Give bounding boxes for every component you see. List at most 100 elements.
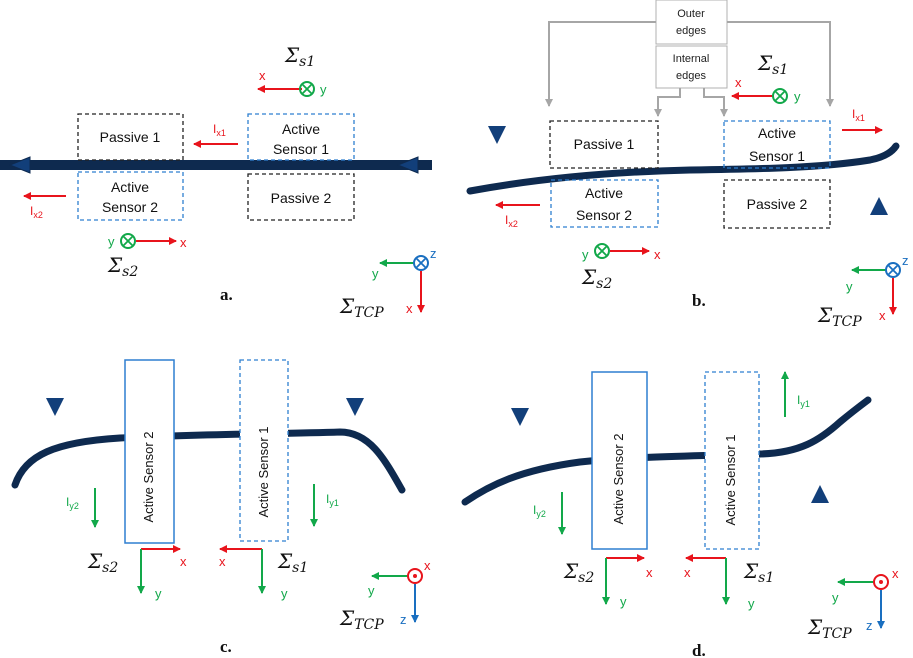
tcp-b-y-axis-label: y (846, 279, 853, 294)
triangle-marker-icon (46, 398, 64, 416)
triangle-marker-icon (511, 408, 529, 426)
outer-edges-line1: Outer (677, 8, 705, 20)
active-sensor-1-box (723, 120, 831, 169)
passive-1-label: Passive 1 (100, 129, 161, 145)
sigma-s1-label: Σs1 (277, 549, 308, 576)
triangle-marker-icon (811, 485, 829, 503)
s2-x-axis-label: x (180, 554, 187, 569)
active-sensor-1-label-line1: Active (758, 125, 796, 141)
circled-x-icon (120, 233, 136, 249)
outer-edges-line2: edges (676, 25, 706, 37)
s2-y-axis-label: y (620, 594, 627, 609)
internal-edge-leader-left (654, 88, 681, 117)
active-sensor-1-box (239, 359, 289, 542)
current-x1-label: Ix1 (852, 107, 865, 123)
triangle-marker-icon (870, 197, 888, 215)
tcp-c-y-axis-label: y (368, 583, 375, 598)
cable-d (461, 396, 872, 506)
s2-x-axis-label: x (654, 247, 661, 262)
panel-b: Outer edges Internal edges Passive 1 Act… (466, 0, 909, 330)
panel-label-a: a. (220, 285, 233, 304)
s1-x-axis-label: x (219, 554, 226, 569)
circled-dot-icon (407, 568, 423, 584)
circled-x-icon (413, 255, 429, 271)
active-sensor-2-label-line2: Sensor 2 (102, 199, 158, 215)
tcp-c-z-axis-label: z (400, 612, 407, 627)
internal-edges-line2: edges (676, 70, 706, 82)
circled-x-icon (772, 88, 788, 104)
active-sensor-1-vertical-label: Active Sensor 1 (723, 434, 738, 525)
sigma-tcp-label: ΣTCP (807, 615, 852, 642)
sigma-s2-label: Σs2 (87, 549, 118, 576)
tcp-d-x-axis-label: x (892, 566, 899, 581)
active-sensor-1-label-line2: Sensor 1 (749, 148, 805, 164)
active-sensor-2-box (591, 371, 648, 550)
sigma-s1-label: Σs1 (757, 51, 788, 78)
sigma-s1-label: Σs1 (743, 559, 774, 586)
sigma-s2-label: Σs2 (563, 559, 594, 586)
circled-x-icon (885, 262, 901, 278)
current-y2-label: Iy2 (66, 495, 79, 511)
panel-d: Active Sensor 2 Active Sensor 1 Iy1 Iy2 … (461, 371, 899, 658)
triangle-marker-icon (8, 156, 31, 174)
sigma-s1-label: Σs1 (284, 43, 315, 70)
active-sensor-1-box (247, 113, 355, 161)
active-sensor-2-vertical-label: Active Sensor 2 (141, 431, 156, 522)
passive-1-box (77, 113, 184, 161)
s2-x-axis-label: x (646, 565, 653, 580)
tcp-a-z-axis-label: z (430, 246, 437, 261)
panel-label-b: b. (692, 291, 706, 310)
s1-x-axis-label: x (259, 68, 266, 83)
active-sensor-1-vertical-label: Active Sensor 1 (256, 426, 271, 517)
active-sensor-2-vertical-label: Active Sensor 2 (611, 433, 626, 524)
s1-x-axis-label: x (735, 75, 742, 90)
current-x2-label: Ix2 (505, 213, 518, 229)
current-x2-label: Ix2 (30, 204, 43, 220)
triangle-marker-icon (396, 156, 419, 174)
s1-y-axis-label: y (320, 82, 327, 97)
tcp-a-x-axis-label: x (406, 301, 413, 316)
s1-x-axis-label: x (684, 565, 691, 580)
sigma-tcp-label: ΣTCP (339, 606, 384, 633)
active-sensor-2-box (124, 359, 175, 544)
active-sensor-1-label-line1: Active (282, 121, 320, 137)
passive-2-box (723, 179, 831, 229)
tcp-d-y-axis-label: y (832, 590, 839, 605)
tcp-b-z-axis-label: z (902, 253, 909, 268)
s2-x-axis-label: x (180, 235, 187, 250)
sigma-tcp-label: ΣTCP (339, 294, 384, 321)
triangle-marker-icon (488, 126, 506, 144)
passive-2-box (247, 173, 355, 221)
panel-a: Passive 1 Active Sensor 1 Active Sensor … (0, 43, 437, 321)
passive-1-label: Passive 1 (574, 136, 635, 152)
internal-edges-line1: Internal (673, 53, 710, 65)
tcp-a-y-axis-label: y (372, 266, 379, 281)
s1-y-axis-label: y (794, 89, 801, 104)
current-y1-label: Iy1 (797, 393, 810, 409)
current-x1-label: Ix1 (213, 122, 226, 138)
sigma-s2-label: Σs2 (581, 265, 612, 292)
outer-edge-leader-left (545, 21, 656, 107)
circled-x-icon (594, 243, 610, 259)
active-sensor-1-label-line2: Sensor 1 (273, 141, 329, 157)
outer-edge-leader-right (727, 21, 834, 107)
active-sensor-2-label-line1: Active (111, 179, 149, 195)
outer-edges-callout (655, 0, 728, 45)
s2-y-axis-label: y (155, 586, 162, 601)
active-sensor-1-box (704, 371, 760, 550)
circled-dot-icon (873, 574, 889, 590)
triangle-marker-icon (346, 398, 364, 416)
sigma-s2-label: Σs2 (107, 253, 138, 280)
s2-y-axis-label: y (108, 234, 115, 249)
current-y1-label: Iy1 (326, 492, 339, 508)
tcp-c-x-axis-label: x (424, 558, 431, 573)
tcp-b-x-axis-label: x (879, 308, 886, 323)
passive-2-label: Passive 2 (747, 196, 808, 212)
internal-edge-leader-right (703, 88, 728, 117)
cable-c (11, 428, 406, 494)
circled-x-icon (299, 81, 315, 97)
tcp-d-z-axis-label: z (866, 618, 873, 633)
active-sensor-2-label-line2: Sensor 2 (576, 207, 632, 223)
s1-y-axis-label: y (281, 586, 288, 601)
current-y2-label: Iy2 (533, 503, 546, 519)
